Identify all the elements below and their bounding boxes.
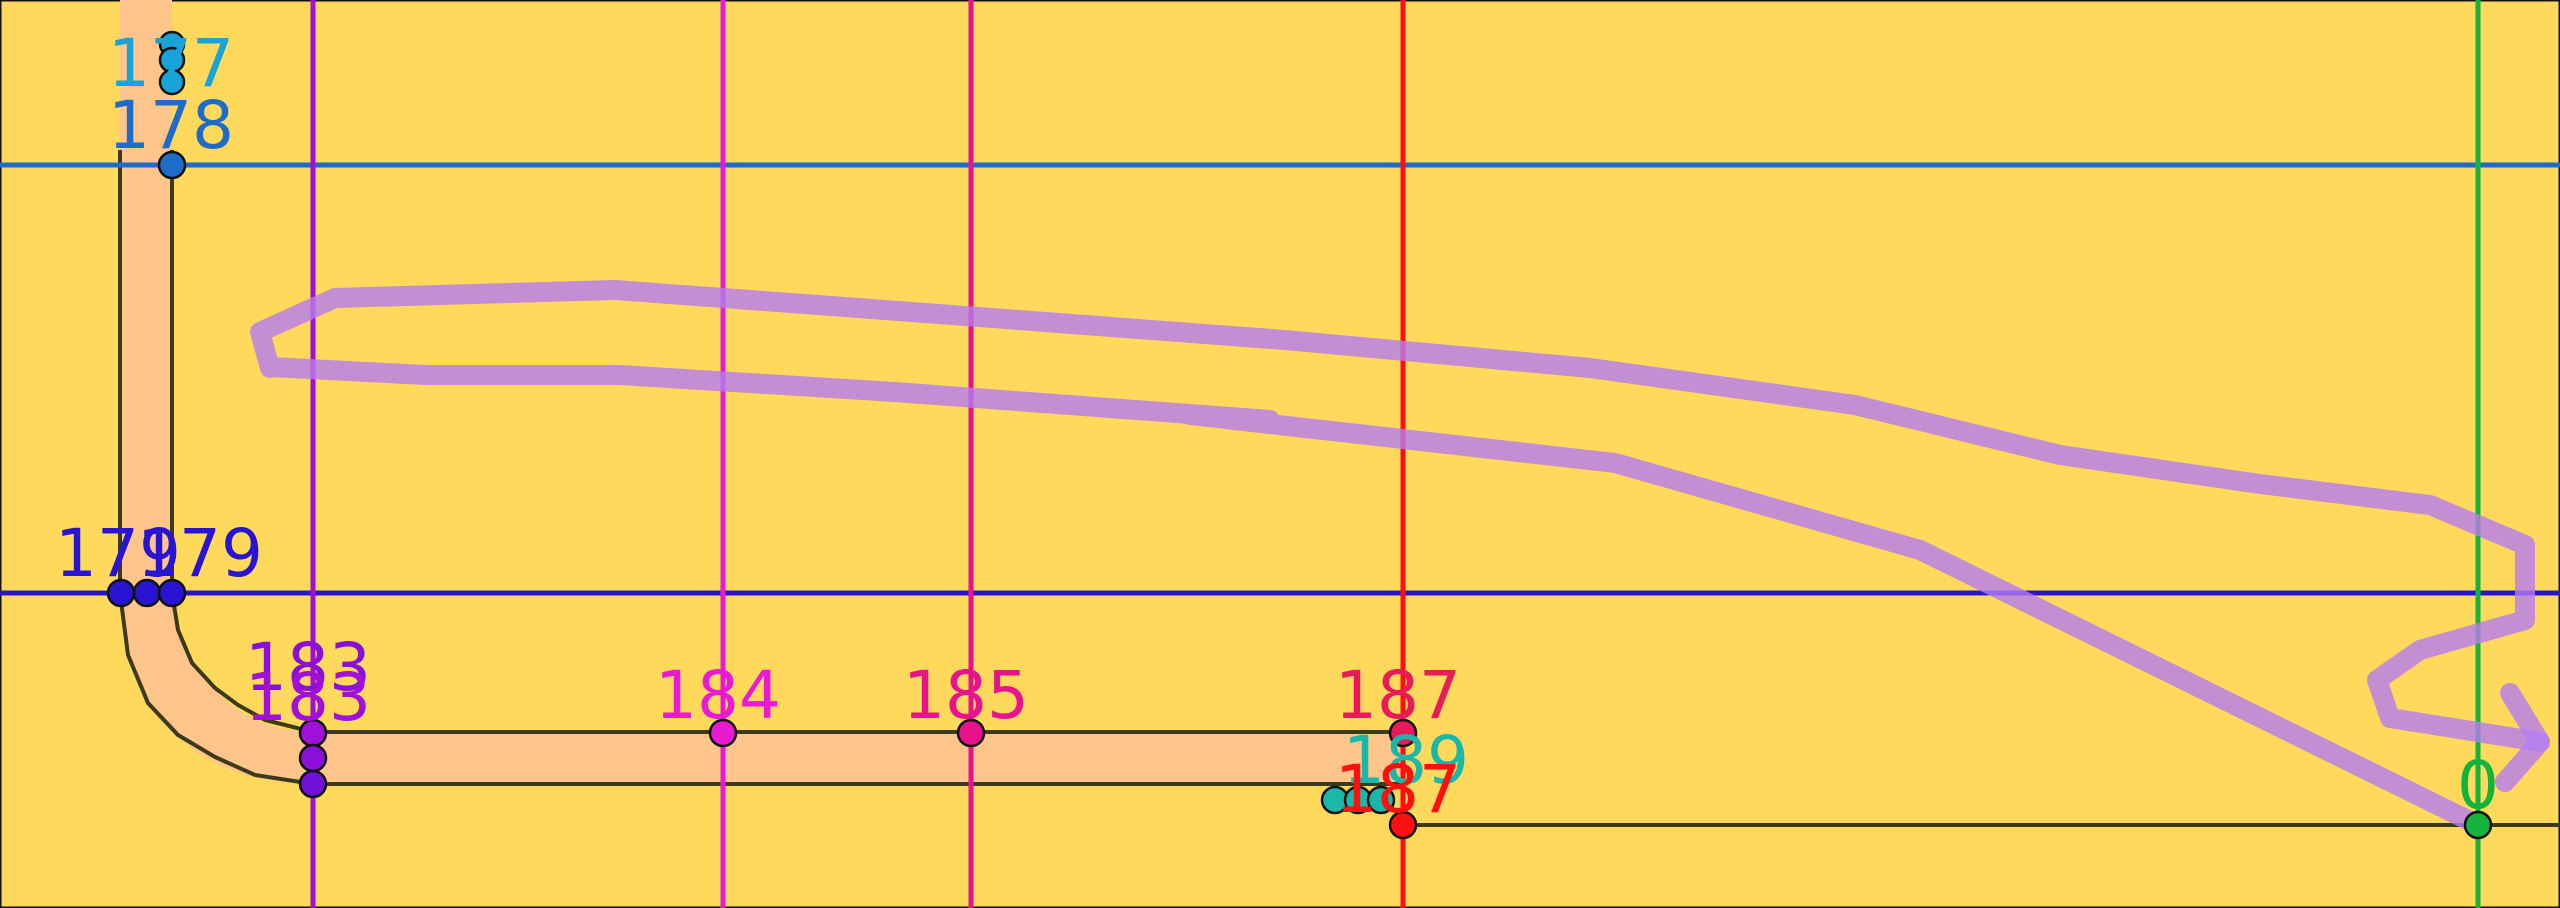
label-183-b: 183 [245,659,371,736]
path-arrow-head [2495,683,2550,792]
label-179-b: 179 [137,515,263,592]
label-187-a: 187 [1335,657,1461,734]
route-outline-outer [118,150,1403,786]
node-178 [157,150,187,180]
label-187-b: 187 [1335,751,1461,828]
label-177: 177 [108,25,234,102]
node-187-a [1388,718,1418,748]
label-178: 178 [108,87,234,164]
node-187-b [1388,810,1418,840]
label-183-a: 183 [245,629,371,706]
node-189-c [1366,785,1396,815]
label-189: 189 [1343,722,1469,799]
path-arrow [250,280,2550,835]
node-183-c [298,769,328,799]
node-179-c [157,578,187,608]
label-185: 185 [903,657,1029,734]
route-nodes [106,30,2493,840]
label-0: 0 [2457,747,2499,824]
label-184: 184 [655,657,781,734]
node-0 [2463,810,2493,840]
label-179-a: 179 [55,515,181,592]
node-183-b [298,743,328,773]
node-184 [708,718,738,748]
node-185 [956,718,986,748]
node-177-c [158,68,186,96]
